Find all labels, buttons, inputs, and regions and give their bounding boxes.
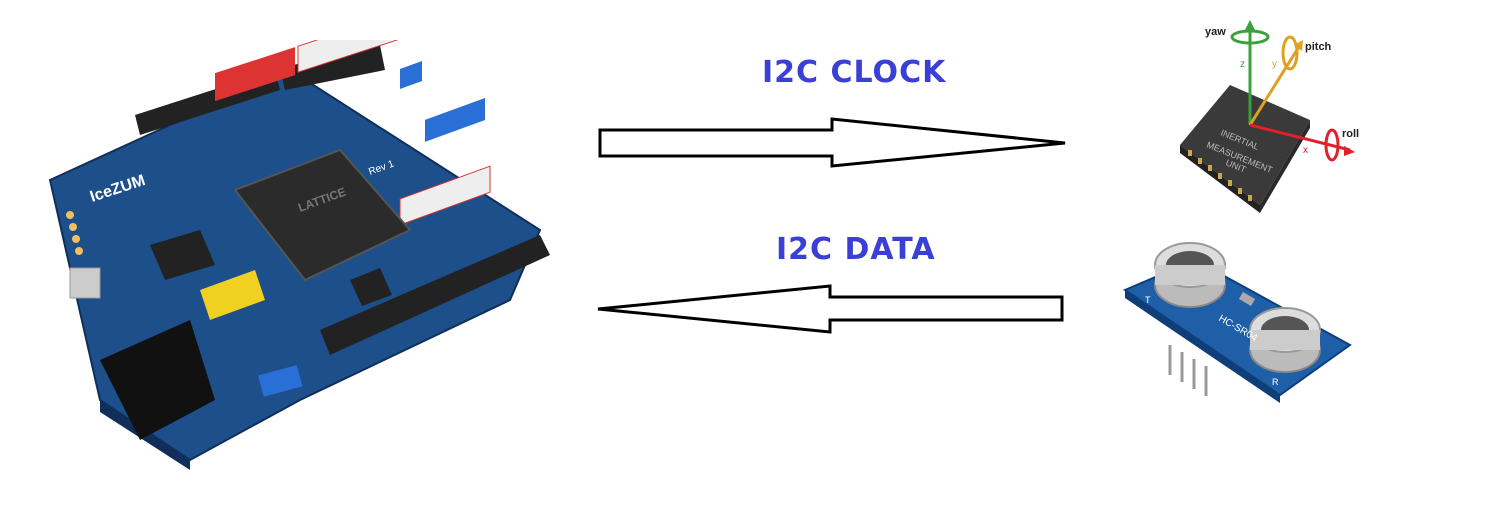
- bottom-header: [320, 235, 550, 355]
- x-axis: [1249, 123, 1351, 152]
- data-arrow-left: [597, 284, 1064, 334]
- yaw-label: yaw: [1205, 26, 1226, 38]
- i2c-clock-label: I2C CLOCK: [762, 55, 947, 90]
- yaw-rotation-icon: [1230, 29, 1270, 45]
- i2c-data-label: I2C DATA: [776, 232, 936, 267]
- pin-header-red: [215, 40, 491, 226]
- ultrasonic-sensor-image: HC-SR04 T R: [1122, 242, 1352, 403]
- roll-rotation-icon: [1324, 128, 1340, 162]
- transducer-r: [1249, 307, 1321, 373]
- usb-port: [69, 267, 101, 299]
- x-label: x: [1303, 145, 1308, 156]
- roll-label: roll: [1342, 128, 1359, 140]
- pitch-label: pitch: [1305, 41, 1332, 53]
- y-label: y: [1272, 59, 1277, 70]
- z-label: z: [1240, 59, 1245, 70]
- pin-header-blue: [400, 60, 485, 142]
- power-jack: [100, 320, 215, 440]
- small-chip: [150, 230, 215, 280]
- top-header-right: [280, 45, 385, 90]
- imu-pins: [1188, 150, 1252, 201]
- clock-arrow-right: [598, 117, 1066, 168]
- led-column: [66, 211, 83, 255]
- pin-header-yellow: [200, 270, 265, 320]
- imu-chip-body: [1180, 85, 1310, 205]
- fpga-chip: [233, 148, 412, 282]
- icezum-board-image: LATTICE IceZUM Rev 1: [48, 40, 550, 470]
- crystal: [1238, 292, 1256, 306]
- small-chip-2: [350, 268, 392, 306]
- sensor-t-label: T: [1145, 295, 1151, 305]
- imu-image: INERTIAL MEASUREMENT UNIT yaw pitch roll…: [1180, 20, 1359, 213]
- pitch-rotation-icon: [1281, 35, 1299, 71]
- transducer-t: [1154, 242, 1226, 308]
- power-switch: [258, 365, 303, 397]
- sensor-pins: [1168, 345, 1208, 396]
- y-axis: [1248, 44, 1302, 126]
- sensor-r-label: R: [1272, 377, 1279, 387]
